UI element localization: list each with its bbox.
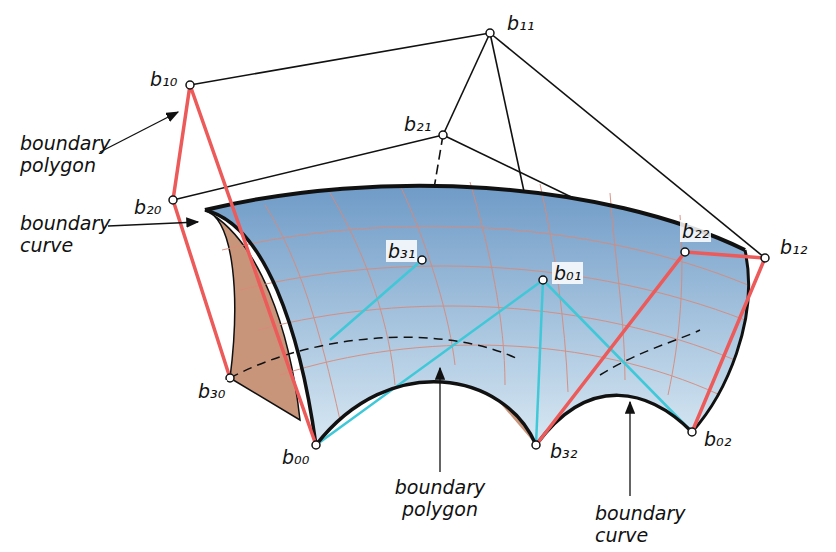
point-label: b₀₁ xyxy=(552,262,583,284)
point-label: b₁₁ xyxy=(505,12,536,34)
point-label: b₀₂ xyxy=(702,428,733,450)
point-label: b₃₀ xyxy=(196,380,227,402)
point-label: b₃₂ xyxy=(548,440,579,462)
point-label: b₁₀ xyxy=(148,68,179,90)
point-label: b₂₀ xyxy=(132,196,163,218)
callout-label: boundary curve xyxy=(595,502,705,546)
point-label: b₂₂ xyxy=(680,220,711,242)
point-label: b₂₁ xyxy=(402,113,433,135)
callout-label: boundary polygon xyxy=(20,132,125,176)
point-label: b₃₁ xyxy=(386,240,417,262)
point-label: b₀₀ xyxy=(280,446,311,468)
point-label: b₁₂ xyxy=(778,236,809,258)
callout-label: boundary polygon xyxy=(385,476,495,520)
callout-label: boundary curve xyxy=(20,212,115,256)
